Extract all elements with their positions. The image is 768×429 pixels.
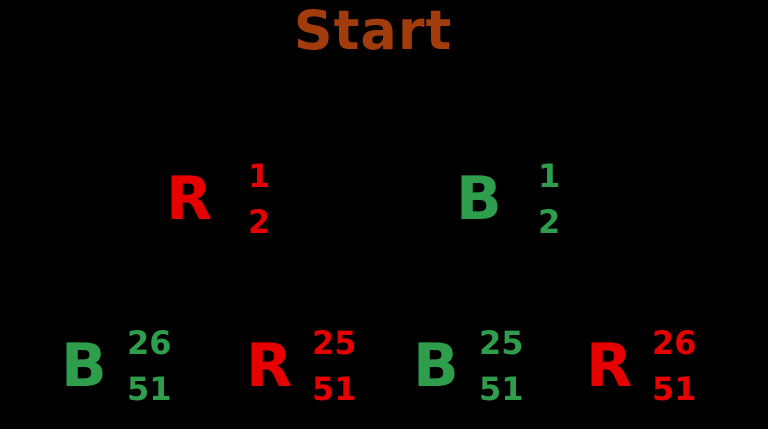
- fraction-numerator: 25: [312, 324, 357, 362]
- probability-fraction: 25 51: [479, 327, 524, 405]
- fraction-numerator: 26: [127, 324, 172, 362]
- fraction-denominator: 2: [248, 203, 271, 241]
- fraction-numerator: 1: [538, 157, 561, 195]
- probability-fraction: 1 2: [538, 160, 560, 238]
- node-black-first-pick: B 1 2: [456, 160, 560, 238]
- fraction-numerator: 1: [248, 157, 271, 195]
- fraction-numerator: 26: [652, 324, 697, 362]
- fraction-numerator: 25: [479, 324, 524, 362]
- tree-root-label: Start: [293, 0, 453, 62]
- fraction-denominator: 2: [538, 203, 561, 241]
- node-black-given-red: B 26 51: [61, 327, 172, 405]
- node-black-given-black: B 25 51: [413, 327, 524, 405]
- probability-fraction: 1 2: [248, 160, 270, 238]
- outcome-letter: B: [456, 164, 502, 234]
- fraction-denominator: 51: [479, 370, 524, 408]
- fraction-denominator: 51: [652, 370, 697, 408]
- fraction-denominator: 51: [127, 370, 172, 408]
- outcome-letter: B: [413, 331, 459, 401]
- node-red-first-pick: R 1 2: [166, 160, 270, 238]
- probability-fraction: 26 51: [652, 327, 697, 405]
- node-red-given-black: R 26 51: [586, 327, 697, 405]
- probability-fraction: 25 51: [312, 327, 357, 405]
- outcome-letter: B: [61, 331, 107, 401]
- outcome-letter: R: [586, 331, 633, 401]
- outcome-letter: R: [246, 331, 293, 401]
- node-red-given-red: R 25 51: [246, 327, 357, 405]
- outcome-letter: R: [166, 164, 213, 234]
- probability-fraction: 26 51: [127, 327, 172, 405]
- fraction-denominator: 51: [312, 370, 357, 408]
